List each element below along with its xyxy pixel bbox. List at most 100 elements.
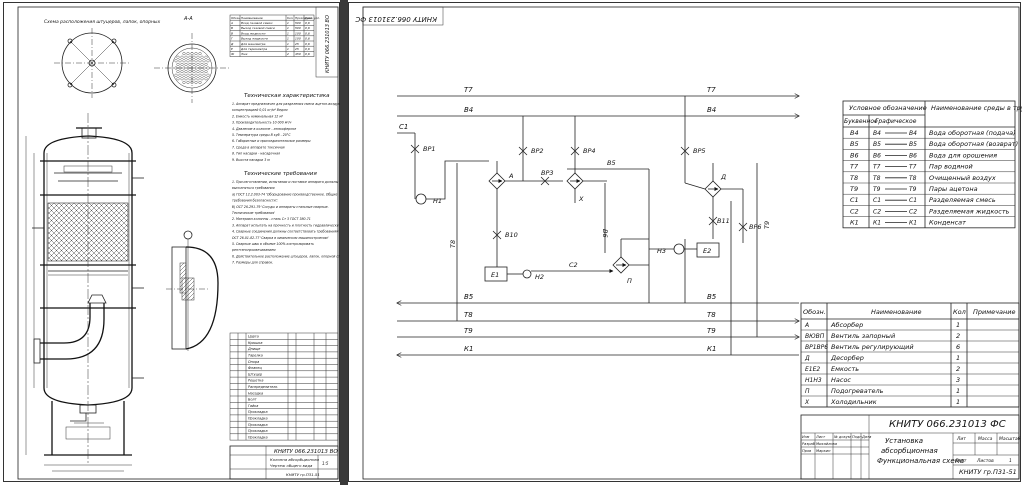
right-title-code: КНИТУ 066.231013 ФС — [889, 419, 1006, 430]
legend-row-code: К1 — [850, 219, 859, 227]
main-pipelines: Т7 Т7 В4 В4 В5 В5 Т8 Т8 Т9 Т9 К1 К1 — [397, 86, 799, 355]
nozzle-table-cell: 500 — [295, 26, 301, 30]
legend-row-graphic-end: В5 — [909, 141, 917, 148]
tube-hole — [192, 62, 196, 66]
top-valves: ВР2 ВР3 Х ВР4 В5 В6 — [505, 116, 649, 253]
valve-vr6-label: ВР6 — [749, 223, 762, 231]
absorber-section: С1 ВР1 Н1 А В10 Е1 Н2 — [397, 123, 614, 321]
title-block-cell: Михайлова — [816, 442, 837, 446]
pipe-t8-label: Т8 — [449, 240, 457, 248]
title-block-cell: Дата — [861, 435, 871, 439]
spec-row-name: Фланец — [248, 366, 262, 370]
tank-e2-label: Е2 — [703, 247, 711, 255]
line-t8-label-2: Т8 — [707, 311, 716, 319]
spec-row-name: Днище — [247, 347, 260, 351]
valve-vr1-label: ВР1 — [423, 145, 436, 153]
tube-hole — [196, 70, 200, 74]
tech-req-line: 2. Материал колонны - сталь Ст 3 ГОСТ 38… — [232, 217, 311, 221]
valve-b11-label: В11 — [717, 217, 730, 225]
tube-hole — [186, 73, 190, 77]
tube-hole — [184, 70, 188, 74]
equip-row-code: А — [804, 322, 809, 329]
tube-hole — [194, 66, 198, 70]
nozzle-table-cell: Выход жидкости — [241, 37, 268, 41]
tube-hole — [180, 62, 184, 66]
tube-hole — [202, 73, 206, 77]
tech-char-line: 8. Тип насадки - насадочная — [232, 152, 280, 156]
tech-req-line: выполняться требования — [232, 186, 275, 190]
tube-hole — [198, 73, 202, 77]
tech-char-title: Техническая характеристика — [244, 93, 330, 99]
equip-row-code: ВР1ВР6 — [805, 344, 828, 351]
tech-req-line: б) ОСТ 26-291-79 'Сосуды и аппараты стал… — [232, 205, 329, 209]
tech-req-line: 5. Сварные швы в объеме 100% контролиров… — [232, 242, 314, 246]
right-title-name-2: абсорбционная — [881, 447, 938, 455]
tech-char-line: 5. Температура среды В куб - 20°С — [232, 133, 291, 137]
equip-row-code: П — [805, 388, 810, 395]
nozzle-table-cell: 450 — [295, 52, 301, 56]
equip-row-name: Емкость — [831, 365, 859, 373]
tube-hole — [204, 62, 208, 66]
line-t8-label: Т8 — [464, 311, 473, 319]
spec-row-name: Насадка — [248, 391, 263, 395]
legend-row-graphic-start: Т7 — [873, 164, 881, 171]
right-title-group: КНИТУ гр.П31-51 — [959, 468, 1017, 476]
tech-req-line: 4. Сварные соединения должны соответство… — [232, 230, 339, 234]
spec-row-name: Опора — [248, 360, 259, 364]
nozzle-table-cell: Ж — [230, 52, 235, 56]
left-stamp-top: КНИТУ 066.231013 ВО — [325, 15, 331, 73]
legend-row-graphic-end: С1 — [909, 197, 917, 204]
spec-row-name: Прокладка — [248, 410, 268, 414]
tube-hole — [192, 77, 196, 81]
tube-hole — [196, 62, 200, 66]
legend-row-code: В4 — [850, 129, 859, 137]
nozzle-table-cell: 0,6 — [305, 52, 310, 56]
equip-row-code: ВЮВП — [805, 333, 825, 340]
tube-hole — [188, 70, 192, 74]
detail-node — [166, 230, 219, 351]
left-title-name: Колонна абсорбционная — [270, 457, 320, 462]
nozzle-table-cell: 0,6 — [305, 21, 310, 25]
line-t9-label: Т9 — [464, 327, 473, 335]
legend-row-name: Вода оборотная (подача) — [929, 129, 1016, 137]
equip-row-qty: 1 — [956, 398, 960, 406]
left-title-code: КНИТУ 066.231013 ВО — [274, 449, 338, 455]
tech-req-line: а) ГОСТ 12.2.003-74 'Оборудование произв… — [232, 192, 337, 196]
tube-hole — [204, 77, 208, 81]
sheet-gap — [340, 0, 348, 485]
tube-hole — [176, 55, 180, 59]
spec-row-name: Крышка — [248, 341, 262, 345]
left-title-sub: Чертеж общего вида — [270, 463, 313, 468]
general-view-drawing: КНИТУ 066.231013 ВО Схема расположения ш… — [17, 6, 341, 480]
legend-row-graphic-start: Т9 — [873, 186, 881, 193]
legend-row-graphic-start: К1 — [873, 220, 881, 227]
legend-row-name: Разделяемая жидкость — [929, 207, 1010, 215]
line-b5-label-2: В5 — [707, 293, 717, 301]
equip-row-qty: 6 — [956, 343, 960, 351]
tube-hole — [188, 55, 192, 59]
nozzle-table-cell: Д — [230, 42, 234, 46]
equip-row-qty: 1 — [956, 321, 960, 329]
tube-hole — [176, 77, 180, 81]
tech-char-line: 2. Емкость номинальная 12 м³ — [232, 114, 284, 118]
valve-b10-label: В10 — [505, 231, 518, 239]
tube-hole — [200, 70, 204, 74]
tech-requirements: Технические требования 1. При изготовлен… — [231, 171, 341, 265]
tech-char-line: 9. Высота насадки 3 м — [232, 158, 270, 162]
equip-row-name: Вентиль регулирующий — [831, 343, 914, 351]
equip-row-qty: 2 — [956, 332, 960, 340]
pipe-c2-label: С2 — [569, 261, 578, 269]
section-a-a: А-А — [154, 16, 230, 103]
section-label-aa: А-А — [183, 16, 193, 22]
nozzle-table-cell: Вход газовой смеси — [241, 21, 272, 25]
spec-row-name: Тарелка — [248, 354, 263, 358]
equip-table-header: Кол — [953, 308, 966, 316]
spec-row-name: Царга — [248, 335, 259, 339]
legend-row-graphic-end: Т7 — [909, 164, 917, 171]
legend-row-name: Пар водяной — [929, 163, 973, 171]
nozzle-table-cell: 100 — [295, 31, 301, 35]
tube-hole — [204, 55, 208, 59]
tech-req-line: 3. Аппарат испытать на прочность и плотн… — [232, 223, 339, 227]
valve-vr5-label: ВР5 — [693, 147, 706, 155]
legend-row-graphic-end: С2 — [909, 208, 917, 215]
